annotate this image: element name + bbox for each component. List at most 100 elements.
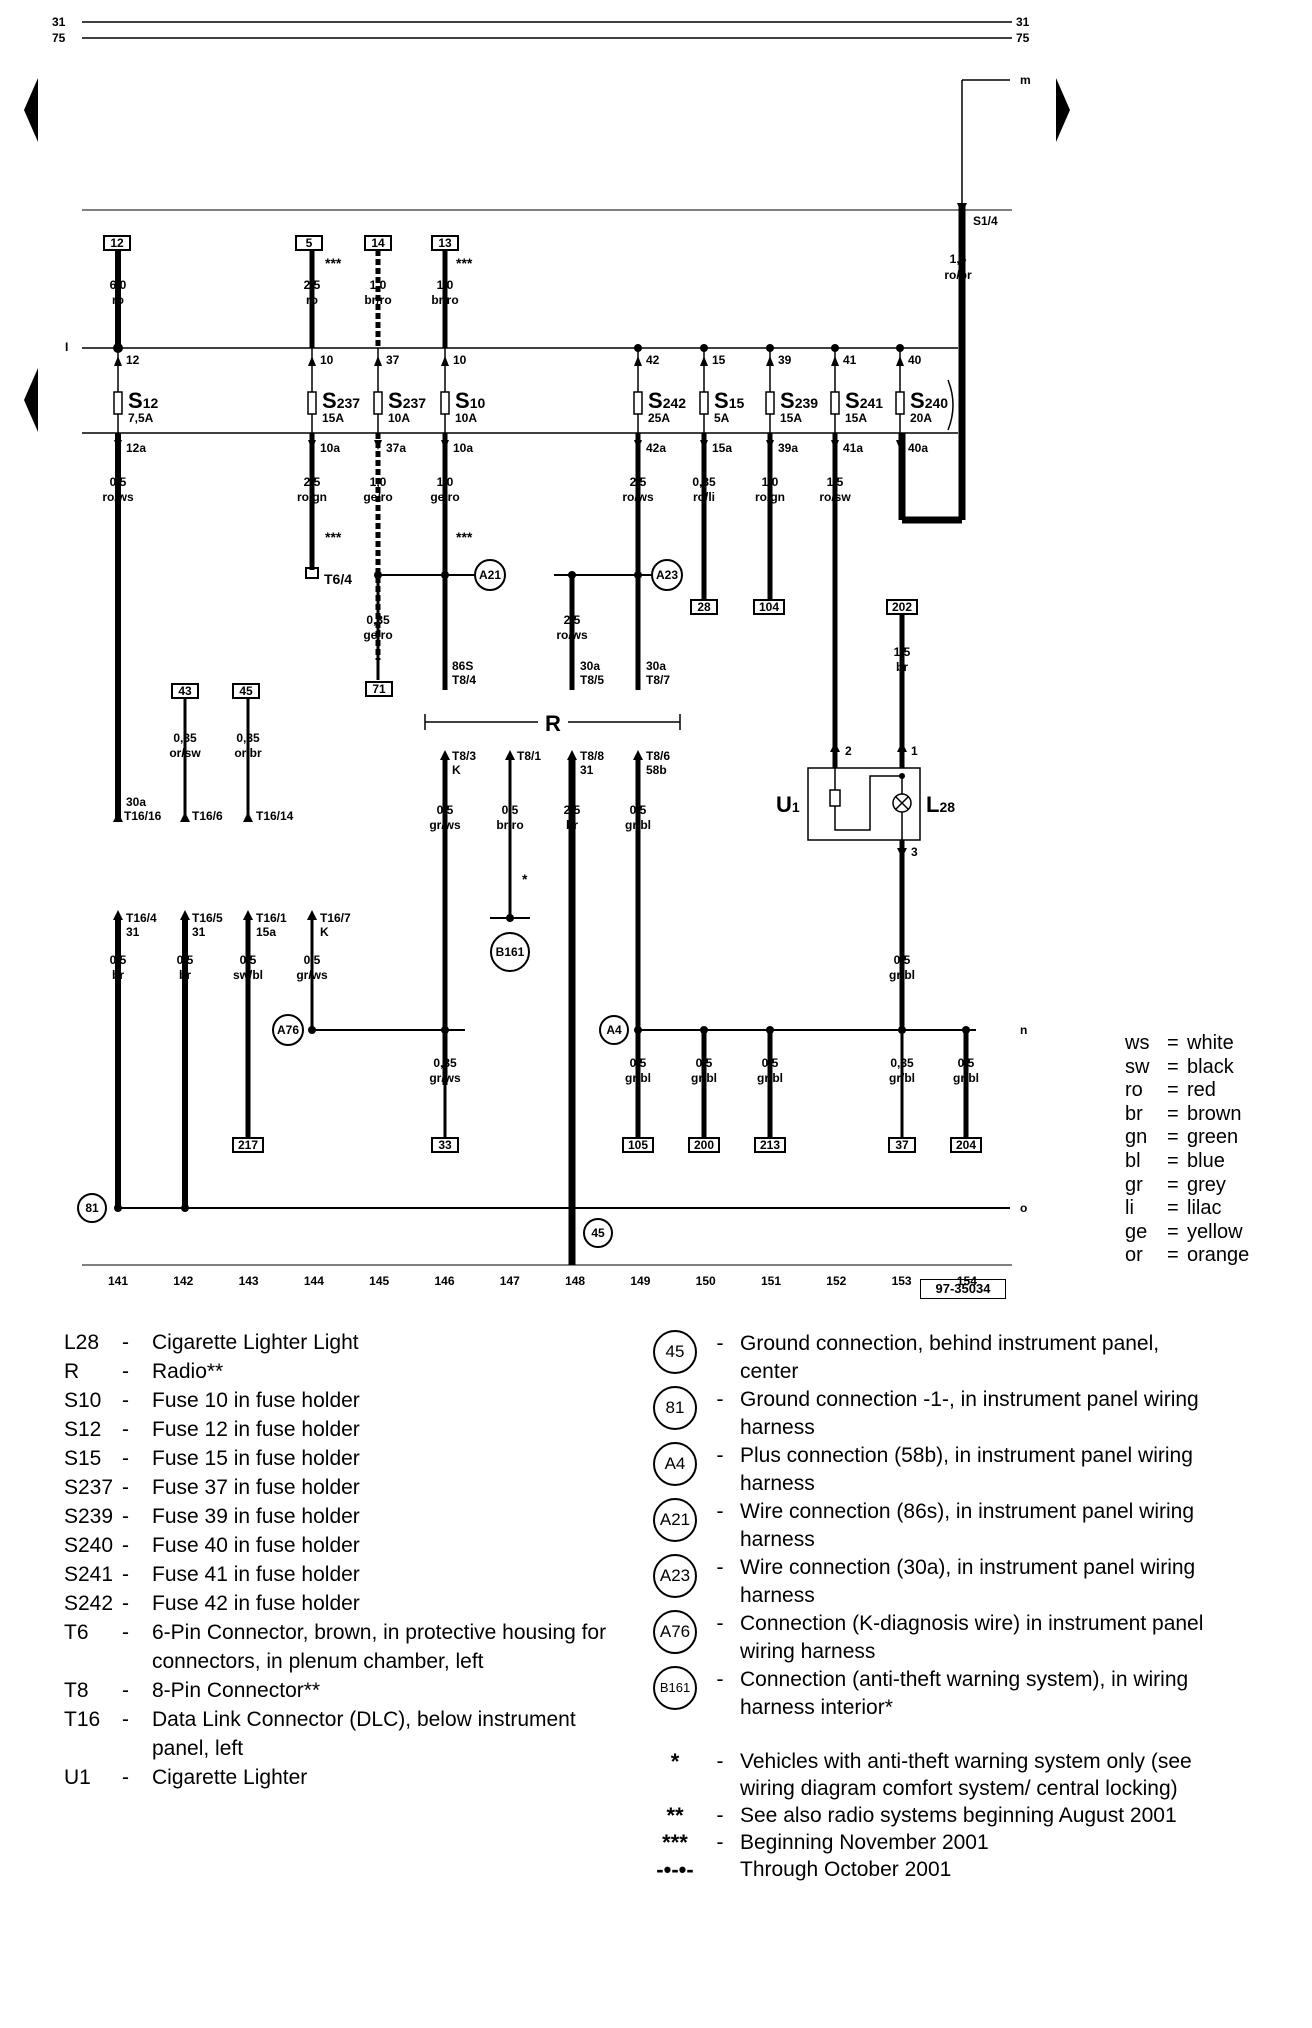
legend-dash: - — [716, 1388, 724, 1411]
color-abbr: or — [1125, 1244, 1143, 1267]
legend-text: Fuse 12 in fuse holder — [152, 1418, 360, 1441]
legend-notes: *-Vehicles with anti-theft warning syste… — [650, 1748, 1220, 1883]
legend-code: S237 — [64, 1476, 114, 1499]
wire-05-grbl-b-size: 0,5 — [696, 1056, 713, 1070]
wire-05-grws-size: 0,5 — [437, 803, 454, 817]
page-next-arrow-top[interactable] — [1056, 78, 1070, 142]
color-key-row: gr=grey — [1125, 1174, 1249, 1198]
rail-m-label: m — [1020, 73, 1031, 87]
connector-box-202: 202 — [886, 599, 918, 615]
page-prev-arrow-top[interactable] — [24, 78, 38, 142]
wire-mid-size-5: 2,5 — [630, 475, 647, 489]
page-prev-arrow-mid[interactable] — [24, 368, 38, 432]
note-symbol: -•-•- — [656, 1857, 694, 1882]
u1-l28-housing — [807, 767, 921, 841]
t8-4-label-a: 86S — [452, 659, 473, 673]
color-name: yellow — [1187, 1220, 1243, 1243]
legend-dash: - — [122, 1766, 129, 1789]
wire-top-color-1: ro — [112, 293, 124, 307]
t16-16-label-b: T16/16 — [124, 809, 162, 823]
legend-connection-item: A76-Connection (K-diagnosis wire) in ins… — [650, 1610, 1210, 1666]
wire-mid-color-6: ro/li — [693, 490, 715, 504]
wire-05-brro-color: br/ro — [496, 818, 523, 832]
t16-14-label: T16/14 — [256, 809, 294, 823]
legend-text: Wire connection (86s), in instrument pan… — [740, 1500, 1195, 1551]
rail-75-right: 75 — [1016, 31, 1030, 45]
star-note-b161: * — [522, 871, 528, 887]
fuse-in-label: 10 — [320, 353, 334, 367]
wire-top-size-2: 2,5 — [304, 278, 321, 292]
track-number-149: 149 — [630, 1274, 650, 1288]
wire-mid-size-2: 2,5 — [304, 475, 321, 489]
fuse-name: S242 — [648, 388, 686, 413]
legend-dash: - — [716, 1831, 724, 1854]
ground-81: 81 — [77, 1193, 107, 1223]
color-name: black — [1187, 1055, 1234, 1078]
svg-text:A76: A76 — [277, 1023, 299, 1037]
track-number-152: 152 — [826, 1274, 846, 1288]
connector-box-12: 12 — [103, 235, 131, 251]
equals-sign: = — [1167, 1244, 1179, 1267]
svg-text:12: 12 — [110, 236, 124, 250]
color-key-row: br=brown — [1125, 1103, 1249, 1127]
legend-text: Cigarette Lighter — [152, 1766, 308, 1789]
t8-6-label-b: 58b — [646, 763, 667, 777]
track-number-145: 145 — [369, 1274, 389, 1288]
wire-05-grws-color: gr/ws — [429, 818, 461, 832]
wire-035-grbl-size: 0,35 — [890, 1056, 914, 1070]
wire-top-size-3: 1,0 — [370, 278, 387, 292]
connector-box-5: 5 — [295, 235, 323, 251]
legend-code: S10 — [64, 1389, 102, 1412]
t16-16-label-a: 30a — [126, 795, 146, 809]
note-text: Through October 2001 — [740, 1858, 952, 1881]
legend-dash: - — [716, 1332, 724, 1355]
legend-code: R — [64, 1360, 80, 1383]
radio-label: R — [545, 711, 561, 736]
t16-7-label-b: K — [320, 925, 329, 939]
wire-mid-color-1: ro/ws — [102, 490, 134, 504]
t8-3-label-a: T8/3 — [452, 749, 476, 763]
l28-label: L28 — [926, 792, 955, 817]
color-name: orange — [1187, 1244, 1250, 1267]
connection-symbol: B161 — [653, 1666, 697, 1710]
fuse-rating: 15A — [780, 411, 802, 425]
wire-035-orsw-color: or/sw — [169, 746, 201, 760]
wire-15-br-color: br — [896, 660, 908, 674]
legend-text: Ground connection -1-, in instrument pan… — [740, 1388, 1199, 1439]
connection-symbol: 81 — [653, 1386, 697, 1430]
color-name: grey — [1187, 1173, 1226, 1196]
note-symbol: *** — [662, 1830, 688, 1855]
fuse-name: S239 — [780, 388, 818, 413]
legend-dash: - — [122, 1418, 129, 1441]
connector-box-28: 28 — [690, 599, 718, 615]
track-number-150: 150 — [696, 1274, 716, 1288]
svg-text:105: 105 — [628, 1138, 648, 1152]
legend-connection-item: A21-Wire connection (86s), in instrument… — [650, 1498, 1210, 1554]
legend-item: T6-6-Pin Connector, brown, in protective… — [64, 1618, 622, 1676]
wire-mid-color-8: ro/sw — [819, 490, 851, 504]
t16-4-label-a: T16/4 — [126, 911, 157, 925]
connector-box-43: 43 — [171, 683, 199, 699]
fuse-rating: 10A — [455, 411, 477, 425]
legend-connection-item: A23-Wire connection (30a), in instrument… — [650, 1554, 1210, 1610]
fuse-out-label: 40a — [908, 441, 928, 455]
connection-symbol: A4 — [653, 1442, 697, 1486]
wire-mid-size-7: 1,0 — [762, 475, 779, 489]
svg-text:45: 45 — [591, 1226, 605, 1240]
legend-dash: - — [716, 1612, 724, 1635]
wire-05-grbl-color: gr/bl — [625, 818, 651, 832]
wire-05-grws2-color: gr/ws — [296, 968, 328, 982]
pin-3-label: 3 — [911, 845, 918, 859]
connector-a23: A23 — [651, 559, 683, 591]
legend-code: T16 — [64, 1708, 101, 1731]
wire-05-grbl-a-size: 0,5 — [630, 1056, 647, 1070]
legend-code: T8 — [64, 1679, 89, 1702]
wire-25-rows-size: 2,5 — [564, 613, 581, 627]
legend-text: Wire connection (30a), in instrument pan… — [740, 1556, 1196, 1607]
equals-sign: = — [1167, 1149, 1179, 1172]
legend-item: T16-Data Link Connector (DLC), below ins… — [64, 1705, 622, 1763]
